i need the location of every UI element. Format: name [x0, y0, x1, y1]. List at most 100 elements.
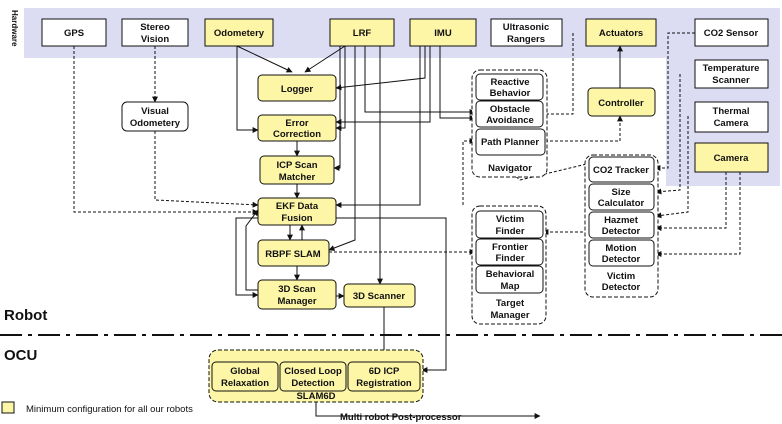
stereo-vision-box: Stereo Vision: [121, 18, 189, 47]
frontier-label-1: Frontier: [492, 242, 528, 253]
section-ocu-label: OCU: [4, 347, 37, 364]
icp-scan-matcher-box: ICP Scan Matcher: [259, 155, 335, 185]
actuators-box: Actuators: [585, 18, 657, 47]
co2-tracker-label: CO2 Tracker: [593, 165, 649, 176]
victim-detector-label-2: Detector: [602, 282, 641, 293]
edge-camera-motion: [655, 172, 741, 257]
co2-tracker-box: CO2 Tracker: [588, 156, 655, 183]
victim-detector-label-1: Victim: [607, 271, 635, 282]
legend-text: Minimum configuration for all our robots: [26, 404, 193, 415]
global-relaxation-label-1: Global: [230, 366, 260, 377]
processing-modules: Logger Visual Odometery Error Correction…: [121, 74, 656, 310]
imu-box: IMU: [409, 18, 477, 47]
motion-label-2: Detector: [602, 254, 641, 265]
hardware-band-shape: [24, 8, 780, 186]
imu-label: IMU: [434, 28, 452, 39]
stereo-vision-label-2: Vision: [141, 34, 170, 45]
behavioral-label-1: Behavioral: [486, 269, 535, 280]
co2-sensor-box: CO2 Sensor: [694, 18, 769, 47]
path-planner-label: Path Planner: [481, 137, 539, 148]
thermal-label-1: Thermal: [713, 106, 750, 117]
reactive-label-1: Reactive: [490, 77, 529, 88]
edge-temp-size: [655, 74, 681, 195]
edge-gps-ekf: [73, 46, 259, 215]
ekf-data-fusion-box: EKF Data Fusion: [257, 197, 337, 226]
thermal-camera-box: Thermal Camera: [694, 101, 769, 133]
edge-imu-error: [335, 46, 431, 125]
path-planner-box: Path Planner: [475, 128, 546, 156]
section-robot-label: Robot: [4, 307, 47, 324]
multi-robot-label: Multi robot Post-processor: [340, 412, 462, 423]
icp-scan-matcher-label-2: Matcher: [279, 172, 316, 183]
hazmet-label-1: Hazmet: [604, 215, 639, 226]
hazmet-label-2: Detector: [602, 226, 641, 237]
error-correction-box: Error Correction: [257, 114, 337, 142]
reactive-label-2: Behavior: [490, 88, 531, 99]
visual-odometery-box: Visual Odometery: [121, 101, 189, 132]
logger-box: Logger: [257, 74, 337, 102]
obstacle-avoidance-box: Obstacle Avoidance: [475, 100, 544, 128]
edge-camera-hazmet: [655, 172, 727, 231]
edge-imu-ekf: [335, 46, 421, 208]
behavioral-map-box: Behavioral Map: [475, 265, 544, 294]
target-manager-label-2: Manager: [490, 310, 529, 321]
behavioral-label-2: Map: [501, 281, 520, 292]
edge-lrf-rbpf: [328, 46, 356, 251]
victim-finder-label-1: Victim: [496, 214, 524, 225]
temperature-label-1: Temperature: [703, 63, 760, 74]
ekf-label-1: EKF Data: [276, 201, 319, 212]
edge-3dscan-ekf: [245, 209, 259, 291]
edge-visual-ekf: [154, 131, 259, 208]
size-calc-label-2: Calculator: [598, 198, 645, 209]
scanner-3d-label: 3D Scanner: [353, 291, 406, 302]
motion-detector-box: Motion Detector: [588, 239, 655, 267]
icp-registration-6d-box: 6D ICP Registration: [347, 361, 421, 392]
closed-loop-label-1: Closed Loop: [284, 366, 342, 377]
edge-thermal-hazmet: [655, 116, 689, 219]
lrf-box: LRF: [329, 18, 395, 47]
edge-ekf-3dscan: [235, 217, 259, 298]
edge-odometery-logger: [236, 45, 293, 73]
hardware-boxes: GPS Stereo Vision Odometery LRF IMU Ultr…: [41, 18, 769, 173]
global-relaxation-box: Global Relaxation: [211, 361, 279, 392]
scan-manager-label-2: Manager: [277, 296, 316, 307]
global-relaxation-label-2: Relaxation: [221, 378, 269, 389]
temperature-scanner-box: Temperature Scanner: [694, 59, 769, 89]
victim-finder-box: Victim Finder: [475, 210, 544, 239]
gps-label: GPS: [64, 28, 84, 39]
logger-label: Logger: [281, 84, 313, 95]
hardware-band: Hardware: [10, 8, 780, 186]
edge-pathplanner-controller: [545, 115, 623, 142]
hardware-label: Hardware: [10, 10, 19, 47]
error-correction-label-2: Correction: [273, 129, 321, 140]
error-correction-label-1: Error: [285, 118, 309, 129]
lrf-label: LRF: [353, 28, 372, 39]
slam6d-group: Global Relaxation Closed Loop Detection …: [208, 349, 424, 403]
frontier-label-2: Finder: [495, 253, 524, 264]
ultrasonic-label-1: Ultrasonic: [503, 22, 549, 33]
edge-slam6d-multirobot: [315, 400, 541, 419]
edge-target-pathplanner: [462, 138, 476, 205]
actuators-label: Actuators: [599, 28, 643, 39]
edge-ultrasonic-navigator: [539, 33, 574, 117]
edge-odometery-error: [236, 46, 259, 133]
closed-loop-label-2: Detection: [291, 378, 334, 389]
rbpf-slam-label: RBPF SLAM: [265, 249, 321, 260]
hazmet-detector-box: Hazmet Detector: [588, 211, 655, 239]
stereo-vision-label-1: Stereo: [140, 22, 170, 33]
ultrasonic-label-2: Rangers: [507, 34, 545, 45]
edge-sensors-navigator: [364, 46, 476, 115]
target-manager-label-1: Target: [496, 298, 525, 309]
edge-imu-navigator: [439, 46, 476, 121]
detectors-group: CO2 Tracker Size Calculator Hazmet Detec…: [584, 154, 659, 298]
legend: Minimum configuration for all our robots: [1, 401, 193, 415]
ekf-label-2: Fusion: [281, 213, 312, 224]
camera-box: Camera: [694, 142, 769, 173]
legend-swatch: [1, 401, 15, 414]
size-calc-label-1: Size: [611, 187, 630, 198]
edge-lrf-logger: [304, 45, 346, 73]
scan-manager-3d-box: 3D Scan Manager: [257, 279, 337, 310]
frontier-finder-box: Frontier Finder: [475, 238, 544, 266]
victim-finder-label-2: Finder: [495, 226, 524, 237]
